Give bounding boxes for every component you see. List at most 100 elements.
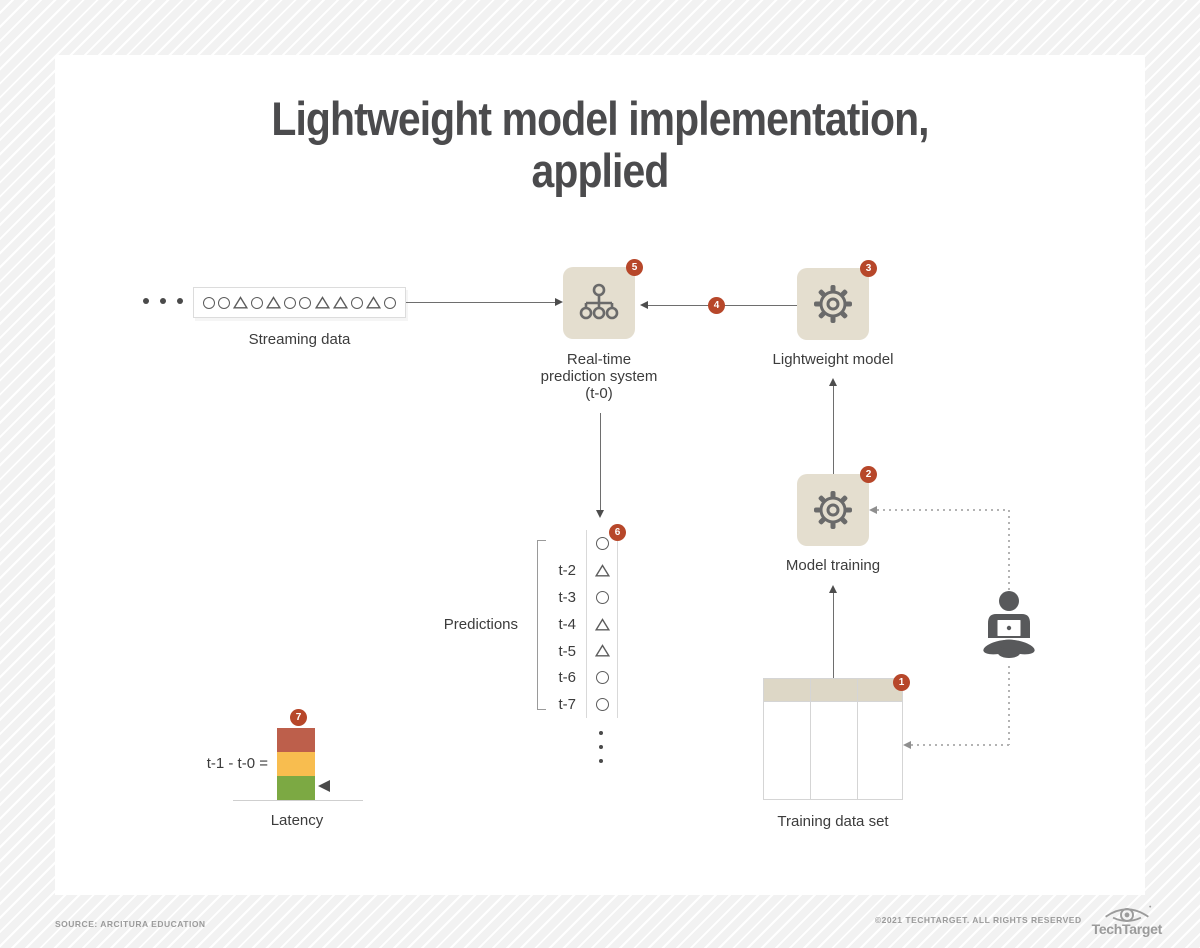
source-credit: SOURCE: ARCITURA EDUCATION [55,919,206,929]
connector-streaming-to-system [406,302,556,303]
ellipsis-dot [177,298,183,304]
lightweight-model-box: 3 [797,260,877,340]
latency-segment [277,728,315,752]
latency-segment [277,752,315,776]
triangle-shape [594,644,610,657]
prediction-system-label-line1: Real-time [566,351,632,368]
latency-marker-icon [318,780,330,792]
dotted-connector-vertical-top [1008,510,1010,592]
prediction-row [595,530,609,557]
prediction-row [595,584,609,611]
connector-system-to-predictions [600,413,601,510]
circle-shape [218,296,231,309]
training-data-table: 1 [763,674,910,800]
triangle-shape [266,296,282,309]
table-header-row [764,679,902,702]
prediction-row [594,557,610,584]
circle-shape [595,671,609,685]
prediction-system-label: Real-time prediction system (t-0) [519,351,679,402]
title-line-2: applied [531,144,669,197]
arrowhead-left-icon [640,301,648,309]
triangle-shape [233,296,249,309]
step-badge-6: 6 [609,524,626,541]
latency-segment [277,776,315,800]
gear-icon [814,285,852,323]
step-badge-7: 7 [290,709,307,726]
step-badge-4: 4 [708,297,725,314]
gear-icon [814,491,852,529]
prediction-time-label: t-3 [558,588,576,606]
arrowhead-left-icon [869,506,877,514]
prediction-row [594,637,610,664]
step-badge-3: 3 [860,260,877,277]
circle-shape [595,590,609,604]
triangle-shape [594,617,610,631]
circle-shape [251,296,264,309]
continuation-dot [599,745,603,749]
prediction-row [595,664,609,691]
prediction-system-label-line2: prediction system [540,368,658,385]
analyst-icon [983,591,1035,658]
triangle-shape [594,563,610,577]
model-training-label: Model training [785,557,881,574]
latency-label: Latency [270,812,324,829]
predictions-label: Predictions [443,616,518,633]
streaming-data-label: Streaming data [248,331,351,348]
step-badge-1: 1 [893,674,910,691]
techtarget-logo: TechTarget [1092,903,1162,937]
step-badge-2: 2 [860,466,877,483]
continuation-dot [599,759,603,763]
prediction-time-label: t-4 [558,615,576,633]
streaming-shapes [193,287,406,318]
circle-shape [383,296,396,309]
continuation-dot [599,731,603,735]
footer-right: ©2021 TECHTARGET. ALL RIGHTS RESERVED Te… [875,903,1162,937]
prediction-system-box: 5 [563,259,643,339]
model-training-box: 2 [797,466,877,546]
title-line-1: Lightweight model implementation, [271,92,929,145]
ellipsis-dot [143,298,149,304]
triangle-shape [314,296,330,309]
arrowhead-down-icon [596,510,604,518]
arrowhead-right-icon [555,298,563,306]
copyright-text: ©2021 TECHTARGET. ALL RIGHTS RESERVED [874,915,1082,925]
dotted-connector-vertical-bottom [1008,666,1010,745]
page-title: Lightweight model implementation, applie… [55,93,1145,197]
prediction-row [594,611,610,638]
latency-baseline [233,800,363,801]
circle-shape [299,296,312,309]
triangle-shape [332,296,348,309]
ellipsis-dots [143,298,183,304]
lightweight-model-label: Lightweight model [772,351,894,368]
arrowhead-left-icon [903,741,911,749]
circle-shape [203,296,215,309]
table-column-divider [810,679,811,799]
predictions-bracket [537,540,546,710]
dotted-connector-person-to-data [911,744,1010,746]
arrowhead-up-icon [829,585,837,593]
latency-equation: t-1 - t-0 = [206,755,268,772]
training-data-label: Training data set [777,813,889,830]
connector-data-to-training [833,592,834,678]
table-column-divider [857,679,858,799]
prediction-row-shapes [586,530,618,718]
circle-shape [284,296,297,309]
techtarget-wordmark: TechTarget [1091,921,1163,937]
circle-shape [595,698,609,712]
triangle-shape [365,296,381,309]
prediction-time-label: t-6 [558,669,576,687]
prediction-time-label: t-7 [558,696,576,714]
prediction-time-label: t-2 [558,561,576,579]
step-badge-5: 5 [626,259,643,276]
arrowhead-up-icon [829,378,837,386]
connector-training-to-model [833,385,834,474]
content-card: Lightweight model implementation, applie… [55,55,1145,895]
circle-shape [350,296,363,309]
techtarget-eye-icon [1104,905,1151,922]
latency-bar [277,728,315,800]
circle-shape [595,536,609,550]
hierarchy-icon [579,283,619,320]
ellipsis-dot [160,298,166,304]
